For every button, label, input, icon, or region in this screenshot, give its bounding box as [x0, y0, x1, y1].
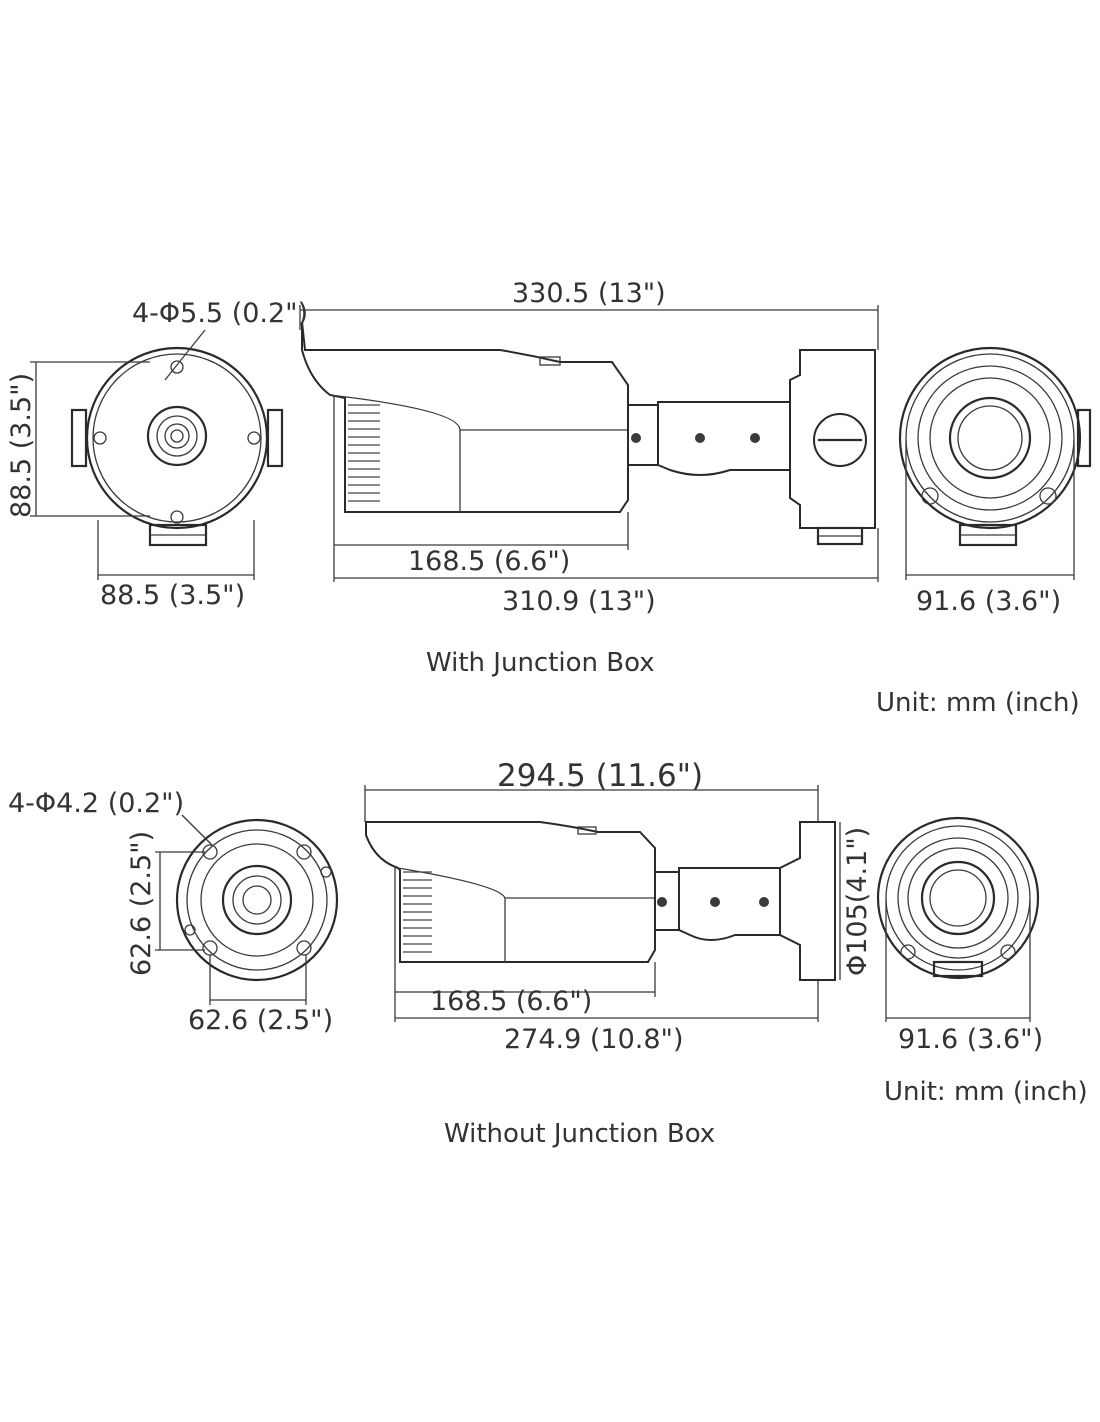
- unit-label-bottom: Unit: mm (inch): [884, 1077, 1088, 1107]
- rear-view-bracket: [876, 816, 1040, 1022]
- side-view-bracket: [364, 785, 841, 1022]
- rear-width-label-bottom: 91.6 (3.6"): [898, 1024, 1043, 1055]
- front-view-bracket: [155, 814, 339, 1005]
- side-view-junction: [299, 305, 879, 582]
- total-length-label-bottom: 294.5 (11.6"): [497, 758, 703, 794]
- front-height-label-bottom: 62.6 (2.5"): [126, 831, 157, 976]
- base-length-label-bottom: 274.9 (10.8"): [504, 1024, 683, 1055]
- front-width-label-bottom: 62.6 (2.5"): [188, 1005, 333, 1036]
- hole-spec-label: 4-Φ5.5 (0.2"): [132, 298, 308, 329]
- caption-without-junction-box: Without Junction Box: [444, 1119, 715, 1149]
- hole-spec-label-bottom: 4-Φ4.2 (0.2"): [8, 788, 184, 819]
- total-length-label: 330.5 (13"): [512, 278, 666, 309]
- caption-with-junction-box: With Junction Box: [426, 648, 655, 678]
- ir-fins: [348, 404, 380, 502]
- mount-diameter-label: Φ105(4.1"): [842, 827, 873, 976]
- body-length-label-bottom: 168.5 (6.6"): [430, 986, 592, 1017]
- rear-width-label: 91.6 (3.6"): [916, 586, 1061, 617]
- unit-label-top: Unit: mm (inch): [876, 688, 1080, 718]
- front-height-label: 88.5 (3.5"): [6, 373, 37, 518]
- body-length-label: 168.5 (6.6"): [408, 546, 570, 577]
- view-with-junction-box: 4-Φ5.5 (0.2") 330.5 (13") 88.5 (3.5") 88…: [6, 278, 1092, 718]
- base-length-label: 310.9 (13"): [502, 586, 656, 617]
- ir-fins-bottom: [403, 871, 432, 953]
- rear-view-junction: [898, 346, 1092, 580]
- front-view-junction: [30, 329, 284, 580]
- view-without-junction-box: 4-Φ4.2 (0.2") 294.5 (11.6") 62.6 (2.5") …: [8, 758, 1088, 1149]
- front-width-label: 88.5 (3.5"): [100, 580, 245, 611]
